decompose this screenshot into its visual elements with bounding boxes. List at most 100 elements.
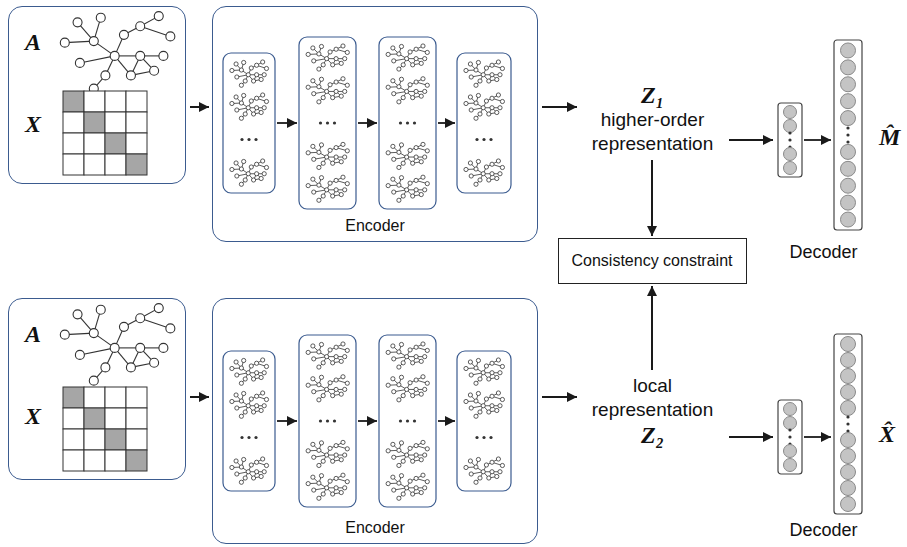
graph-edge: [80, 56, 115, 63]
graph-vertex: [317, 398, 321, 402]
graph-vertex: [386, 482, 390, 486]
matrix-cell: [126, 154, 147, 175]
graph-icon: [464, 93, 505, 120]
graph-vertex: [411, 459, 415, 463]
graph-vertex: [495, 375, 499, 379]
graph-vertex: [311, 377, 315, 381]
graph-vertex: [154, 304, 163, 313]
connector-arrow: [651, 160, 653, 236]
matrix-cell: [105, 133, 126, 154]
ellipsis-dot: [399, 121, 402, 124]
graph-vertex: [478, 178, 482, 182]
graph-vertex: [341, 44, 345, 48]
graph-vertex: [343, 486, 347, 490]
graph-vertex: [249, 397, 253, 401]
graph-vertex: [136, 51, 145, 60]
graph-vertex: [234, 161, 238, 165]
graph-vertex: [251, 476, 255, 480]
matrix-cell: [63, 450, 84, 471]
graph-vertex: [411, 394, 415, 398]
graph-vertex: [476, 60, 480, 64]
graph-vertex: [481, 404, 485, 408]
graph-vertex: [421, 440, 425, 444]
graph-vertex: [331, 161, 335, 165]
text-slot: A: [25, 29, 41, 55]
graph-vertex: [89, 329, 98, 338]
graph-vertex: [397, 165, 401, 169]
graph-vertex: [246, 470, 250, 474]
graph-vertex: [234, 393, 238, 397]
graph-vertex: [464, 68, 468, 72]
graph-vertex: [484, 99, 488, 103]
graph-vertex: [401, 63, 405, 67]
matrix-cell: [126, 112, 147, 133]
graph-vertex: [110, 51, 119, 60]
feature-matrix: [63, 91, 147, 175]
graph-vertex: [498, 106, 502, 110]
graph-vertex: [421, 473, 425, 477]
graph-icon: [230, 60, 269, 87]
graph-vertex: [154, 12, 163, 21]
representation-node: local representationZ₂: [580, 374, 725, 448]
graph-vertex: [421, 175, 425, 179]
graph-vertex: [343, 89, 347, 93]
ellipsis-dot: [413, 121, 416, 124]
ellipsis-dot: [788, 131, 791, 134]
graph-vertex: [317, 365, 321, 369]
ellipsis-dot: [326, 419, 329, 422]
layer-frame: [299, 37, 356, 209]
node-text: Z₁: [580, 82, 725, 108]
graph-vertex: [119, 322, 128, 331]
graph-vertex: [469, 75, 473, 79]
graph-vertex: [334, 146, 338, 150]
graph-vertex: [230, 68, 234, 72]
graph-vertex: [345, 480, 349, 484]
graph-vertex: [317, 85, 321, 89]
graph-vertex: [401, 394, 405, 398]
graph-vertex: [311, 475, 315, 479]
graph-vertex: [498, 371, 502, 375]
neuron: [841, 43, 856, 58]
graph-vertex: [419, 458, 423, 462]
graph-vertex: [136, 22, 145, 31]
graph-vertex: [317, 52, 321, 56]
neuron: [784, 459, 797, 472]
graph-vertex: [89, 37, 98, 46]
graph-vertex: [101, 363, 110, 372]
graph-vertex: [484, 397, 488, 401]
layer-frame: [457, 53, 511, 193]
text-slot: Decoder: [764, 242, 883, 263]
graph-vertex: [249, 165, 253, 169]
matrix-cell: [84, 91, 105, 112]
graph-vertex: [474, 182, 478, 186]
matrix-cell: [105, 387, 126, 408]
graph-vertex: [255, 162, 259, 166]
encoder-box: Encoder: [212, 6, 538, 242]
ellipsis-dot: [406, 419, 409, 422]
graph-vertex: [474, 83, 478, 87]
matrix-cell: [63, 429, 84, 450]
encoder-layer: [299, 37, 356, 209]
graph-vertex: [397, 481, 401, 485]
matrix-cell: [63, 133, 84, 154]
graph-vertex: [487, 377, 491, 381]
ellipsis-dot: [846, 140, 849, 143]
graph-vertex: [399, 176, 403, 180]
neuron: [784, 417, 797, 430]
graph-vertex: [317, 481, 321, 485]
graph-vertex: [312, 190, 316, 194]
graph-vertex: [490, 162, 494, 166]
graph-vertex: [414, 378, 418, 382]
graph-vertex: [249, 66, 253, 70]
graph-vertex: [397, 100, 401, 104]
graph-vertex: [419, 160, 423, 164]
graph-vertex: [414, 476, 418, 480]
graph-vertex: [328, 148, 332, 152]
graph-vertex: [230, 465, 234, 469]
connector-arrow: [542, 396, 577, 398]
graph-vertex: [259, 408, 263, 412]
graph-vertex: [474, 366, 478, 370]
graph-vertex: [242, 457, 246, 461]
graph-vertex: [397, 383, 401, 387]
graph-vertex: [496, 457, 500, 461]
